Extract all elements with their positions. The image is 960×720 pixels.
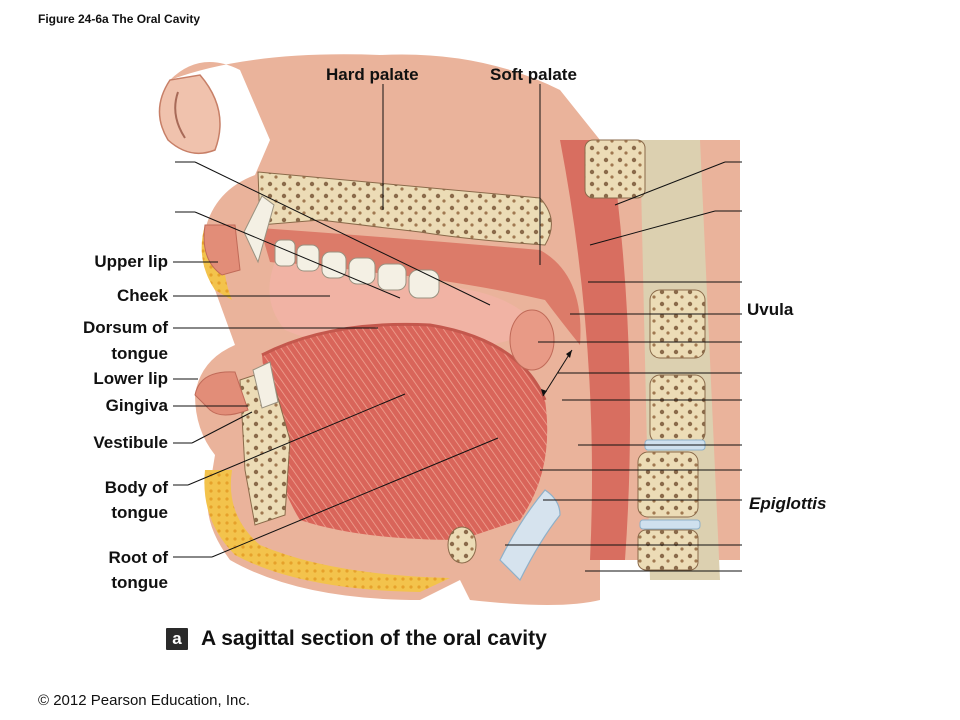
label-root-of-tongue-line1: Root of	[108, 548, 168, 567]
label-vestibule: Vestibule	[93, 433, 168, 452]
label-lower-lip: Lower lip	[93, 369, 168, 388]
label-dorsum-of-tongue-line1: Dorsum of	[83, 318, 168, 337]
copyright-notice: © 2012 Pearson Education, Inc.	[38, 692, 251, 709]
hyoid	[447, 526, 477, 564]
label-epiglottis: Epiglottis	[749, 494, 827, 513]
nose	[158, 74, 221, 155]
leader-lines	[173, 84, 742, 572]
figure-caption: A sagittal section of the oral cavity	[201, 627, 547, 650]
label-gingiva: Gingiva	[105, 396, 168, 415]
label-uvula: Uvula	[747, 300, 794, 319]
label-body-of-tongue-line2: tongue	[111, 503, 168, 522]
tongue	[262, 324, 548, 540]
uvula-shape	[509, 309, 555, 371]
pharynx	[560, 140, 630, 560]
fauces-arrowheads	[541, 350, 572, 396]
label-body-of-tongue-line1: Body of	[104, 478, 168, 497]
label-dorsum-of-tongue-line2: tongue	[111, 344, 168, 363]
label-cheek: Cheek	[116, 286, 168, 305]
vertebrae	[584, 139, 706, 571]
figure-title: Figure 24-6a The Oral Cavity	[38, 12, 201, 26]
lower-teeth	[252, 361, 279, 409]
label-soft-palate: Soft palate	[490, 65, 577, 84]
epiglottis-shape	[499, 489, 561, 582]
label-root-of-tongue-line2: tongue	[111, 573, 168, 592]
label-hard-palate: Hard palate	[326, 65, 419, 84]
lower-lip	[194, 371, 249, 416]
label-upper-lip: Upper lip	[94, 252, 168, 271]
maxilla	[257, 171, 552, 246]
figure-part-badge: a	[166, 628, 188, 650]
